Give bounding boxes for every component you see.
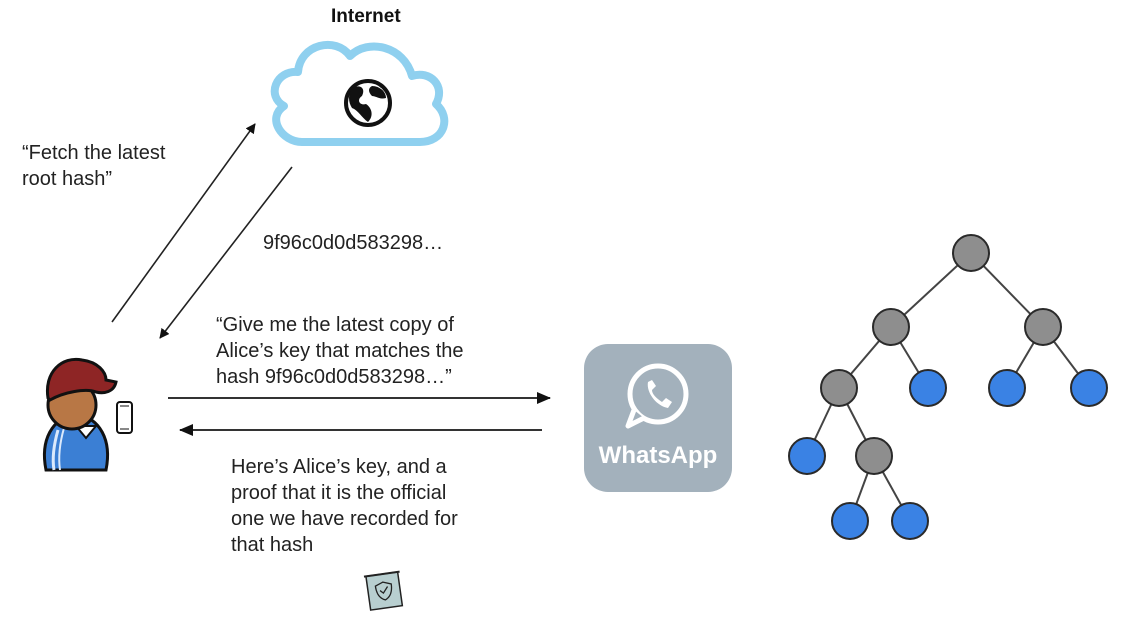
tree-inner-node [820,369,858,407]
tree-leaf-node [788,437,826,475]
text-line: that hash [231,534,314,556]
key-response-message: Here’s Alice’s key, and a proof that it … [231,454,458,558]
proof-certificate-icon [363,570,404,611]
internet-title: Internet [331,6,401,27]
whatsapp-icon: WhatsApp [584,344,732,492]
tree-leaf-node [1070,369,1108,407]
text-line: Alice’s key that matches the [216,340,464,362]
tree-leaf-node [891,502,929,540]
text-line: one we have recorded for [231,508,458,530]
tree-inner-node [952,234,990,272]
tree-inner-node [1024,308,1062,346]
key-request-message: “Give me the latest copy of Alice’s key … [216,312,464,390]
arrow-fetch-request [111,123,256,323]
tree-leaf-node [909,369,947,407]
globe-icon [344,79,392,127]
tree-leaf-node [831,502,869,540]
text-line: hash 9f96c0d0d583298…” [216,366,452,388]
tree-inner-node [855,437,893,475]
fetch-request-message: “Fetch the latest root hash” [22,140,165,192]
text-line: root hash” [22,168,113,190]
merkle-tree [788,234,1108,540]
text-line: “Give me the latest copy of [216,314,454,336]
user-avatar-icon [43,357,118,472]
phone-icon [116,401,133,434]
arrow-hash-response [159,166,293,339]
text-line: “Fetch the latest [22,142,166,164]
text-line: proof that it is the official [231,482,447,504]
tree-leaf-node [988,369,1026,407]
hash-response-message: 9f96c0d0d583298… [263,232,444,254]
tree-inner-node [872,308,910,346]
text-line: Here’s Alice’s key, and a [231,456,447,478]
whatsapp-label: WhatsApp [599,442,718,469]
